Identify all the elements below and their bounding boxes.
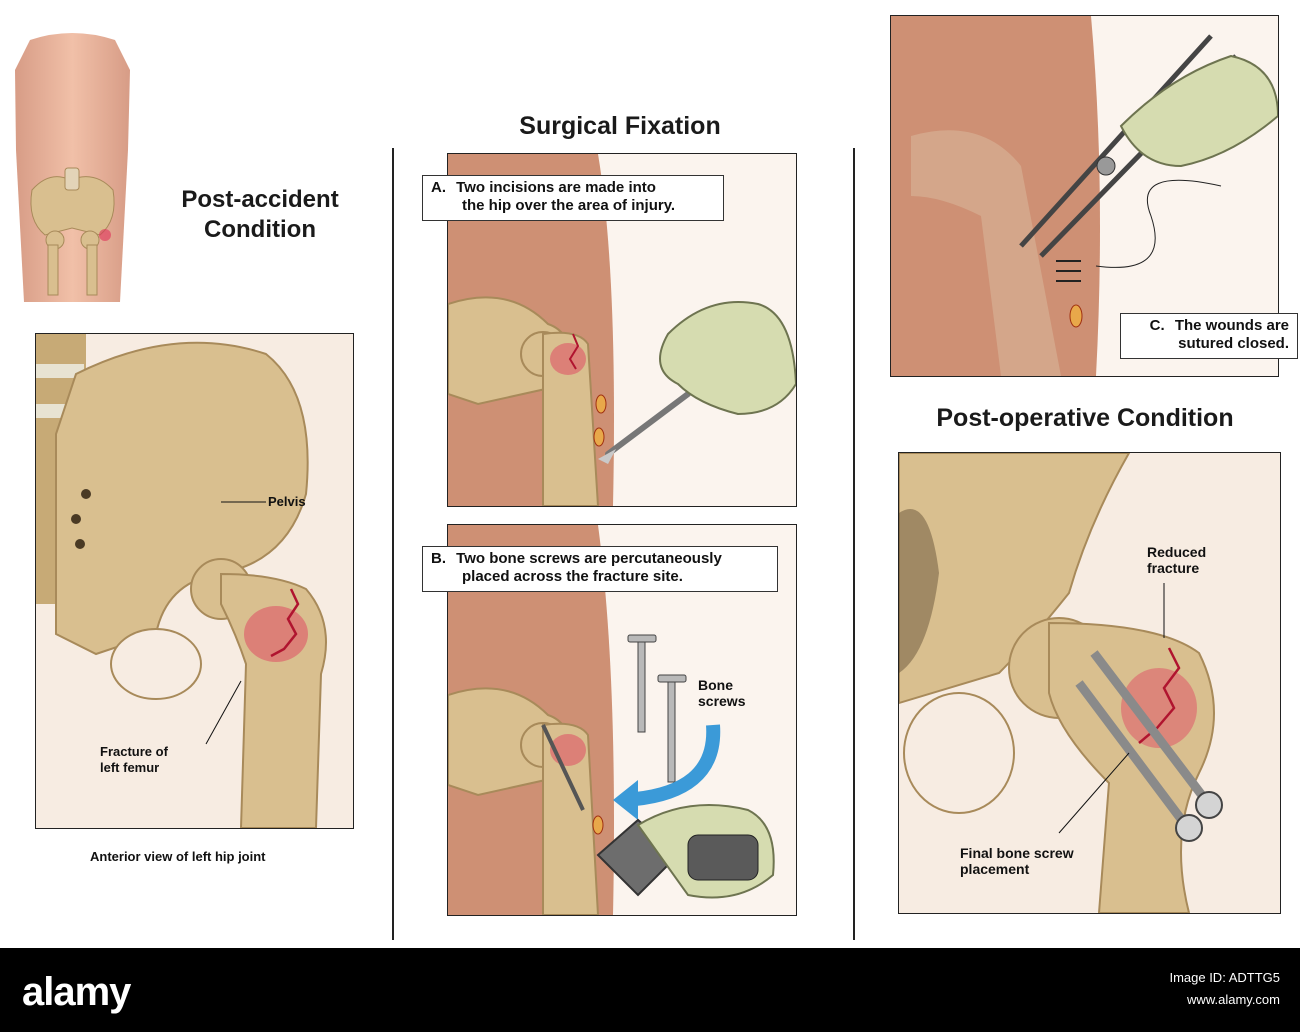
label-placement-line1: Final bone screw [960, 845, 1074, 861]
label-pelvis: Pelvis [268, 494, 306, 509]
step-a-letter: A. [431, 179, 446, 196]
label-bone-screws-line1: Bone [698, 677, 733, 693]
footer-site: www.alamy.com [1187, 992, 1280, 1007]
step-b-letter: B. [431, 550, 446, 567]
column-divider-1 [392, 148, 394, 940]
panel-step-c [890, 15, 1279, 377]
footer-image-id: Image ID: ADTTG5 [1169, 970, 1280, 985]
label-placement-line2: placement [960, 861, 1030, 877]
body-thumbnail [10, 30, 135, 302]
footer-bar: alamy Image ID: ADTTG5 www.alamy.com [0, 948, 1300, 1032]
step-a-text-line2: the hip over the area of injury. [462, 197, 676, 214]
label-reduced-line1: Reduced [1147, 544, 1207, 560]
label-bone-screws-line2: screws [698, 693, 746, 709]
label-fracture: Fracture of left femur [100, 744, 168, 776]
step-c-text-line2: sutured closed. [1178, 335, 1289, 352]
label-reduced-line2: fracture [1147, 560, 1200, 576]
label-fracture-line2: left femur [100, 760, 160, 775]
heading-post-accident-line1: Post-accident [181, 186, 339, 213]
label-fracture-line1: Fracture of [100, 744, 168, 759]
step-b-text-line1: Two bone screws are percutaneously [456, 550, 722, 567]
footer-brand-logo: alamy [22, 970, 131, 1014]
label-final-placement: Final bone screw placement [960, 845, 1074, 877]
heading-post-accident: Post-accident Condition [150, 185, 370, 245]
step-c-text-line1: The wounds are [1174, 317, 1289, 334]
step-c-letter: C. [1149, 317, 1165, 334]
callout-step-c: C. The wounds are sutured closed. [1120, 313, 1298, 359]
column-divider-2 [853, 148, 855, 940]
heading-post-accident-line2: Condition [204, 216, 316, 243]
heading-post-operative: Post-operative Condition [936, 404, 1234, 432]
step-a-text-line1: Two incisions are made into [456, 179, 656, 196]
label-reduced-fracture: Reduced fracture [1147, 544, 1206, 576]
step-b-text-line2: placed across the fracture site. [462, 568, 683, 585]
callout-step-b: B. Two bone screws are percutaneously pl… [422, 546, 778, 592]
panel-post-operative [898, 452, 1281, 914]
caption-anterior-view: Anterior view of left hip joint [90, 849, 266, 864]
callout-step-a: A. Two incisions are made into the hip o… [422, 175, 724, 221]
heading-surgical-fixation: Surgical Fixation [519, 112, 721, 140]
label-bone-screws: Bone screws [698, 677, 745, 709]
panel-post-accident [35, 333, 354, 829]
